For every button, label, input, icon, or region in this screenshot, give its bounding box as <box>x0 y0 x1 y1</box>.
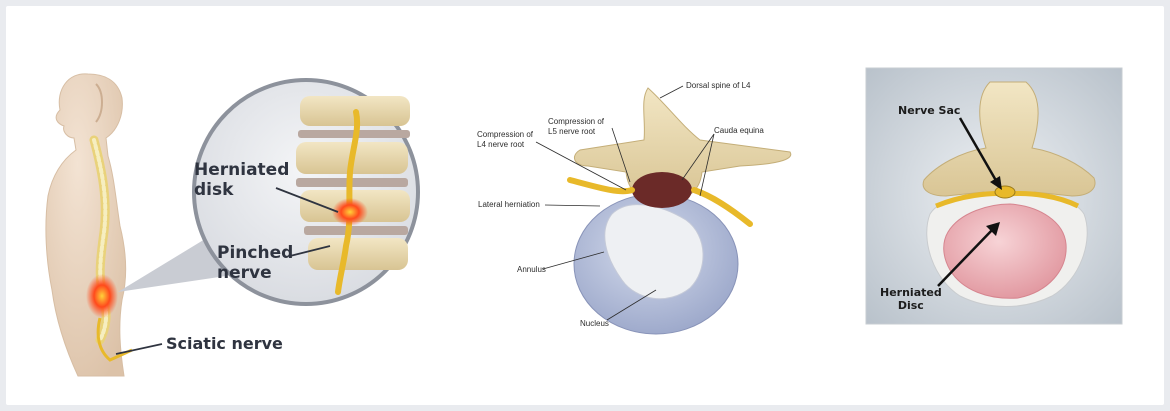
body-silhouette <box>45 73 127 377</box>
label-herniated-disc-line1: Herniated <box>880 286 942 299</box>
label-cauda-equina: Cauda equina <box>714 126 764 135</box>
label-nucleus: Nucleus <box>580 319 609 328</box>
label-dorsal-spine: Dorsal spine of L4 <box>686 81 751 90</box>
label-herniated-disc-line2: Disc <box>897 299 924 312</box>
arrow-nerve-sac <box>958 117 1000 185</box>
spine-column <box>89 135 111 345</box>
arrow-herniated-disc <box>937 227 995 287</box>
leaders-panel-2 <box>535 85 715 321</box>
arrow-nerve-sac-head <box>990 176 1002 190</box>
label-compression-l5: Compression of L5 nerve root <box>548 117 604 137</box>
vertebra-bone <box>573 87 792 208</box>
label-lateral-herniation: Lateral herniation <box>478 200 540 209</box>
label-annulus: Annulus <box>517 265 546 274</box>
disc-nucleus <box>604 204 704 300</box>
label-herniated-disk-line2: disk <box>194 180 234 200</box>
vertebra-stack <box>296 96 410 270</box>
label-compression-l4-line2: L4 nerve root <box>477 140 525 149</box>
label-herniated-disk: Herniated disk <box>194 160 289 200</box>
label-pinched-nerve: Pinched nerve <box>217 243 293 283</box>
nerve-sac <box>994 185 1016 199</box>
herniation-glow <box>332 198 368 226</box>
leader-herniated-disk <box>275 187 339 213</box>
label-nerve-sac: Nerve Sac <box>898 104 961 117</box>
label-herniated-disk-line1: Herniated <box>194 160 290 180</box>
inflammation-glow-back <box>86 274 118 318</box>
label-pinched-nerve-line2: nerve <box>217 263 272 283</box>
leader-pinched-nerve <box>289 245 331 257</box>
sciatic-nerve-path <box>96 317 133 362</box>
magnified-spine-circle <box>192 78 420 306</box>
nerve-roots-crosssection <box>567 177 753 227</box>
label-compression-l4: Compression of L4 nerve root <box>477 130 533 150</box>
magnifier-connector <box>118 236 226 292</box>
label-compression-l5-line1: Compression of <box>548 117 605 126</box>
label-herniated-disc: Herniated Disc <box>880 286 942 312</box>
herniated-disc-pink <box>943 203 1067 299</box>
label-pinched-nerve-line1: Pinched <box>217 243 294 263</box>
arrow-herniated-disc-head <box>986 222 1000 236</box>
leader-sciatic-nerve <box>115 343 163 355</box>
label-compression-l4-line1: Compression of <box>477 130 534 139</box>
label-sciatic-nerve: Sciatic nerve <box>166 334 283 353</box>
label-compression-l5-line2: L5 nerve root <box>548 127 596 136</box>
